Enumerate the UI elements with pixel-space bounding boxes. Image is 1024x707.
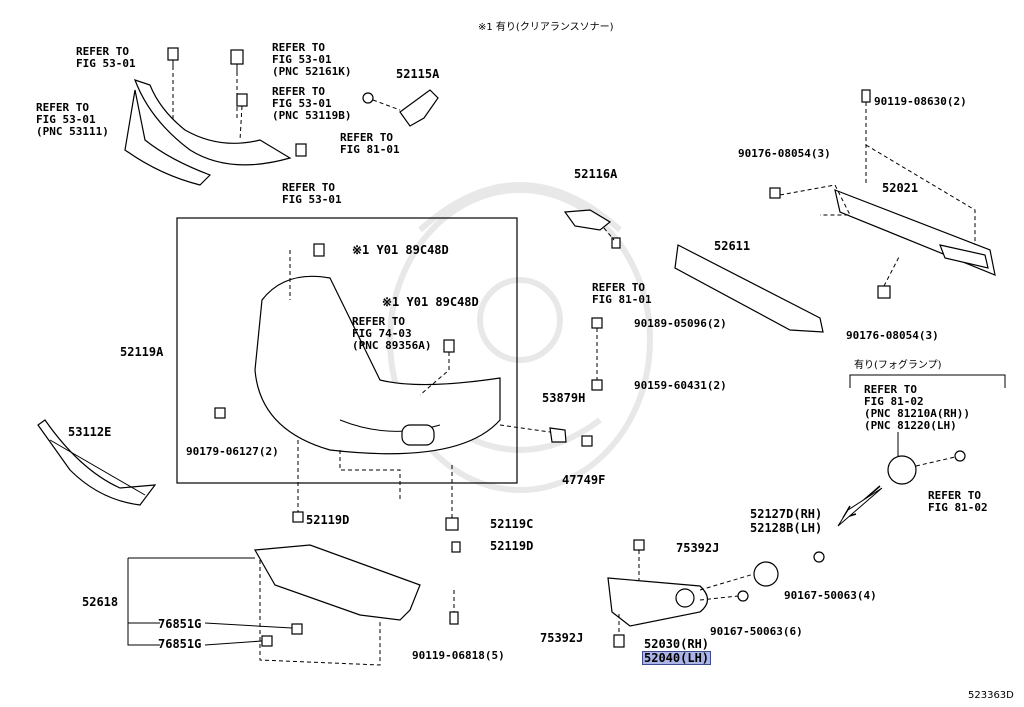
label-part-52611: 52611 [714, 239, 751, 253]
bumper-cover-52119a [254, 275, 501, 455]
label-part-52030: 52030(RH) [644, 637, 710, 651]
header-note: ※1 有り(クリアランスソナー) [478, 22, 614, 33]
fog-lamp-note: 有り(フォグランプ) [854, 360, 942, 371]
label-90119-06818: 90119-06818(5) [412, 649, 505, 662]
bracket-52115a [399, 89, 439, 127]
bracket-53879h [549, 427, 567, 443]
label-part-53879h: 53879H [542, 391, 586, 405]
label-refer-fig-53-01-b: REFER TO FIG 53-01 [282, 181, 342, 206]
label-part-52128b: 52128B(LH) [750, 521, 823, 535]
label-part-52119a: 52119A [120, 345, 164, 359]
label-90176-08054-a: 90176-08054(3) [738, 147, 831, 160]
diagram-id: 523363D [968, 690, 1014, 701]
label-refer-fig-81-01-a: REFER TO FIG 81-01 [340, 131, 400, 156]
label-part-75392j-b: 75392J [540, 631, 584, 645]
lower-grille-53112e [37, 419, 157, 506]
clip-top-d [295, 143, 307, 157]
label-part-52119d-b: 52119D [490, 539, 534, 553]
label-90189-05096: 90189-05096(2) [634, 317, 727, 330]
upper-retainer [133, 79, 292, 166]
label-90167-50063-a: 90167-50063(4) [784, 589, 877, 602]
fog-lamp [887, 455, 917, 485]
label-part-47749f: 47749F [562, 473, 606, 487]
label-part-52618: 52618 [82, 595, 119, 609]
fog-bezel-52127d [753, 561, 779, 587]
label-part-52127d: 52127D(RH) [750, 507, 823, 521]
label-90179-06127: 90179-06127(2) [186, 445, 279, 458]
label-part-52119d-a: 52119D [306, 513, 350, 527]
label-90119-08630: 90119-08630(2) [874, 95, 967, 108]
label-part-76851g-b: 76851G [158, 637, 202, 651]
label-part-52040-highlighted[interactable]: 52040(LH) [641, 651, 712, 665]
label-refer-fig-53-01: REFER TO FIG 53-01 [76, 45, 136, 70]
label-90176-08054-b: 90176-08054(3) [846, 329, 939, 342]
label-part-52115a: 52115A [396, 67, 440, 81]
label-90159-60431: 90159-60431(2) [634, 379, 727, 392]
bracket-52116a [563, 209, 612, 231]
clip-top-a [167, 47, 179, 66]
label-y01-89c48d-b: ※1 Y01 89C48D [382, 295, 479, 309]
label-90167-50063-b: 90167-50063(6) [710, 625, 803, 638]
label-refer-fig-81-02: REFER TO FIG 81-02 [928, 489, 988, 514]
label-y01-89c48d-a: ※1 Y01 89C48D [352, 243, 449, 257]
clip-top-c [236, 93, 248, 107]
label-refer-fig-81-02-pnc: REFER TO FIG 81-02 (PNC 81210A(RH)) (PNC… [864, 383, 970, 432]
label-part-76851g-a: 76851G [158, 617, 202, 631]
label-refer-fig-81-01-b: REFER TO FIG 81-01 [592, 281, 652, 306]
label-refer-fig-74-03: REFER TO FIG 74-03 (PNC 89356A) [352, 315, 432, 352]
upper-retainer-tail [124, 89, 212, 186]
label-refer-fig-53-01-pnc-52161k: REFER TO FIG 53-01 (PNC 52161K) [272, 41, 352, 78]
label-refer-fig-53-01-pnc-53111: REFER TO FIG 53-01 (PNC 53111) [36, 101, 109, 138]
absorber-52611 [674, 244, 824, 333]
bumper-group-frame [176, 217, 518, 484]
under-cover-52618 [254, 544, 421, 621]
label-part-75392j-a: 75392J [676, 541, 720, 555]
label-part-52119c: 52119C [490, 517, 534, 531]
label-refer-fig-53-01-pnc-53119b: REFER TO FIG 53-01 (PNC 53119B) [272, 85, 352, 122]
label-part-53112e: 53112E [68, 425, 112, 439]
label-part-52021: 52021 [882, 181, 919, 195]
label-part-52116a: 52116A [574, 167, 618, 181]
clip-top-b [230, 49, 244, 72]
